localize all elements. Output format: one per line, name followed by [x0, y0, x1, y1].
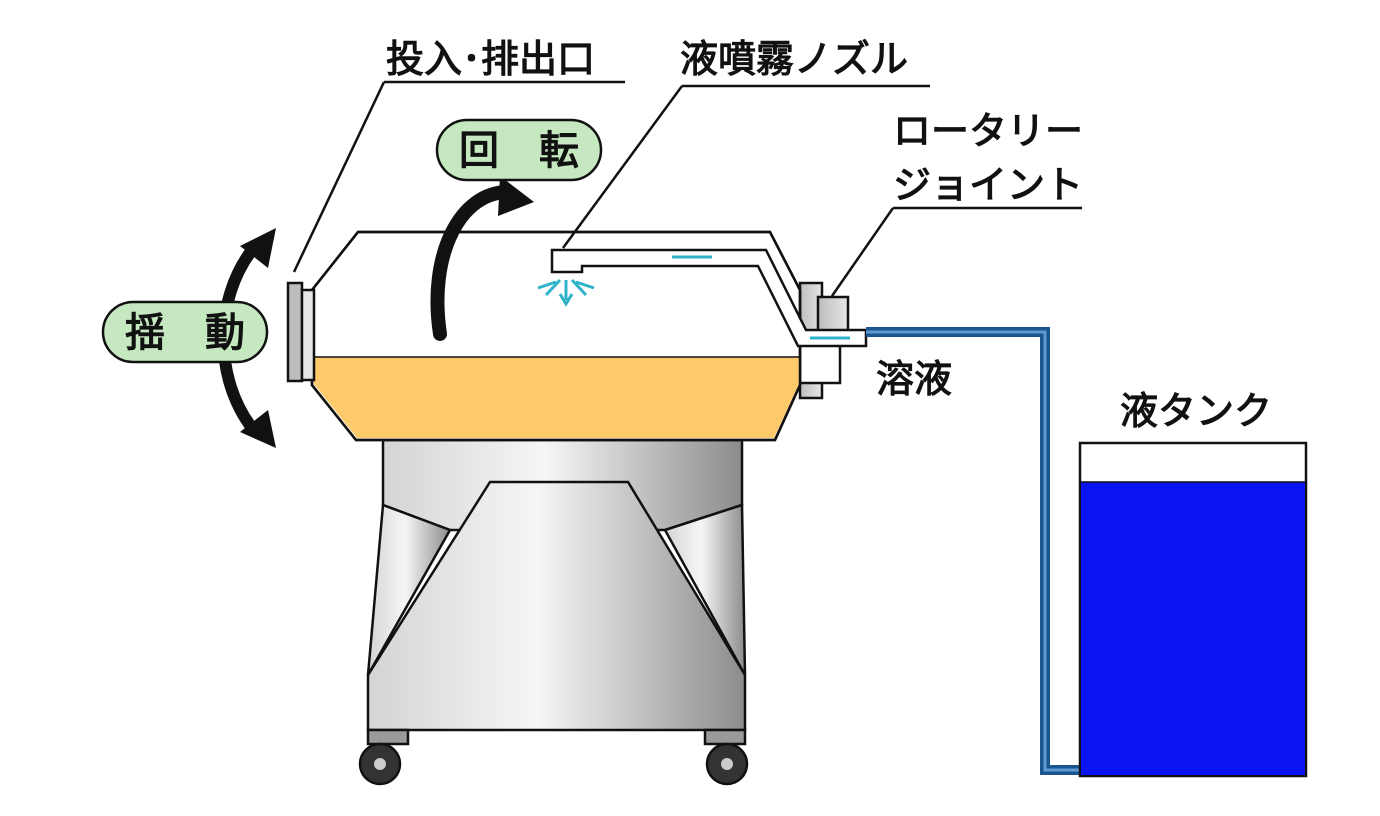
spray-droplets-icon	[537, 278, 595, 307]
rocking-label: 揺 動	[125, 310, 245, 356]
rotary-joint-label-line2: ジョイント	[893, 163, 1083, 207]
rocking-badge: 揺 動	[101, 300, 269, 364]
liquid-tank	[1078, 441, 1308, 778]
feed-pipe	[866, 327, 1080, 775]
mixer-stand	[366, 438, 747, 732]
inlet-outlet-port	[286, 281, 316, 383]
rotary-joint-label-line1: ロータリー	[893, 109, 1083, 153]
curved-arrow-icon	[430, 176, 534, 341]
spray-nozzle-label: 液噴霧ノズル	[680, 37, 908, 81]
powder-fill	[314, 357, 799, 438]
spray-pipe	[550, 248, 868, 348]
rotation-badge: 回 転	[435, 118, 603, 182]
caster-right	[703, 728, 749, 786]
rotation-label: 回 転	[459, 128, 579, 174]
solution-label: 溶液	[876, 357, 952, 401]
inlet-outlet-label: 投入･排出口	[386, 37, 595, 81]
liquid-tank-label: 液タンク	[1120, 389, 1272, 433]
caster-left	[358, 728, 410, 786]
liquid-fill	[1081, 482, 1305, 775]
leader-lines	[292, 80, 1082, 297]
